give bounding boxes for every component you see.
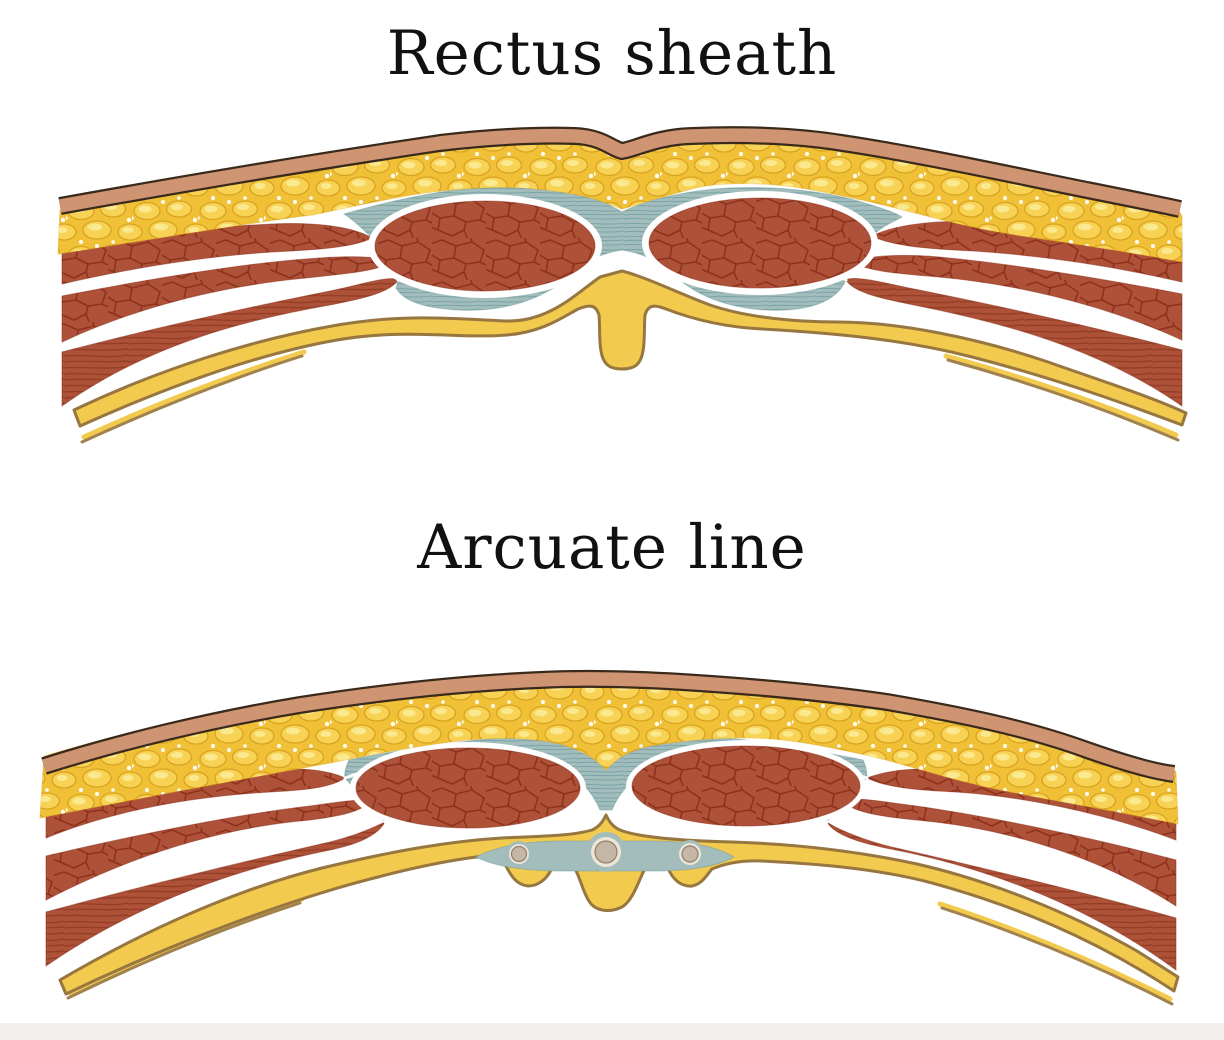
medial-umbilical-ligament-left (506, 841, 532, 867)
deep-fascia-and-extraperitoneal-fat (72, 269, 1188, 444)
rectus-abdominis-muscles (368, 191, 878, 298)
deep-fat-tail-right (937, 901, 1173, 1002)
extraperitoneal-fat-with-linea-alba-projection (72, 269, 1188, 428)
skin-layer (58, 126, 1182, 218)
deep-fascia-and-umbilical-ligaments (58, 813, 1180, 1006)
peritoneum-tail-left (80, 354, 304, 444)
peritoneum-tail-right (946, 358, 1180, 442)
arcuate-line-title: Arcuate line (417, 512, 807, 583)
deep-fat-tail-left (81, 349, 307, 440)
page-edge-strip (0, 1023, 1224, 1040)
deep-fat-tail-right (943, 353, 1179, 438)
lateral-abdominal-muscles (45, 768, 1177, 971)
peritoneum-tail-right (940, 906, 1174, 1006)
median-umbilical-ligament (586, 832, 626, 872)
extraperitoneal-fat-with-bumps (58, 813, 1180, 996)
rectus-sheath-cross-section (57, 126, 1188, 444)
rectus-abdominis-muscles (350, 740, 866, 834)
rectus-sheath-title: Rectus sheath (386, 18, 838, 89)
peritoneum-tail-left (66, 901, 302, 1000)
skin-layer (41, 669, 1176, 783)
medial-umbilical-ligament-right (676, 840, 704, 868)
arcuate-line-cross-section (39, 669, 1180, 1006)
